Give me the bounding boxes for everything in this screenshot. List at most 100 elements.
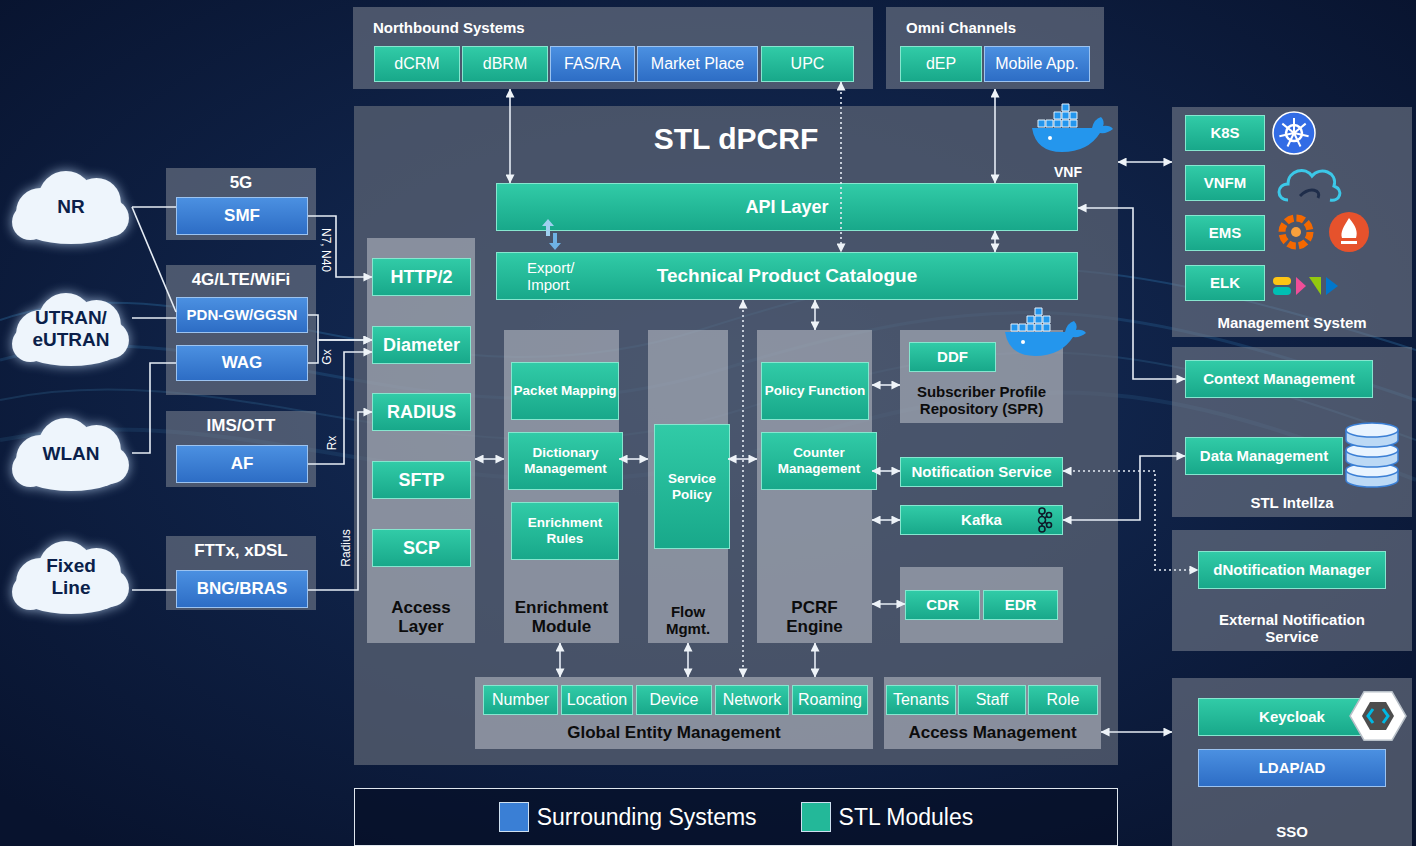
grafana-ring <box>1282 218 1310 246</box>
node-text: Location <box>567 691 628 709</box>
module-box: Context Management <box>1185 360 1373 398</box>
node-text: Policy Function <box>765 383 866 399</box>
vnfm-icon <box>1279 170 1340 200</box>
node-text: FTTx, xDSL <box>194 541 288 561</box>
elk-shape <box>1296 277 1306 295</box>
node-text: Counter Management <box>762 445 876 476</box>
elk-shape <box>1326 277 1338 295</box>
node-text: Technical Product Catalogue <box>591 265 1077 287</box>
module-box: Dictionary Management <box>508 432 623 490</box>
node-text: STL dPCRF <box>654 122 818 157</box>
module-box: Location <box>561 685 633 715</box>
node-text: Market Place <box>651 55 744 73</box>
connector <box>308 412 372 590</box>
k8s-wheel <box>1286 125 1302 141</box>
module-box: Data Management <box>1185 437 1343 475</box>
connector <box>872 519 900 521</box>
node-text: DDF <box>937 348 968 365</box>
grafana-core <box>1291 227 1301 237</box>
node-text: AF <box>231 454 254 474</box>
node-text: WLAN <box>43 443 100 465</box>
node-text: Context Management <box>1203 370 1355 387</box>
node-text: ELK <box>1210 274 1240 291</box>
legend-text: STL Modules <box>839 804 974 831</box>
node-text: BNG/BRAS <box>197 579 288 599</box>
connector <box>1101 731 1172 733</box>
node-text: Number <box>492 691 549 709</box>
node-text: RADIUS <box>387 402 456 423</box>
node-text: Packet Mapping <box>514 383 617 399</box>
module-box: Kafka <box>900 505 1063 535</box>
connector <box>475 458 504 460</box>
module-box: K8S <box>1185 115 1265 151</box>
elk-shape <box>1273 277 1291 285</box>
node-text: K8S <box>1210 124 1239 141</box>
module-box: dCRM <box>374 46 460 82</box>
group-panel: Global Entity ManagementNumberLocationDe… <box>475 677 873 749</box>
module-box: VNFM <box>1185 165 1265 201</box>
signal-label: N7, N40 <box>319 228 333 272</box>
node-text: Tenants <box>893 691 949 709</box>
signal-label: Gx <box>320 349 334 364</box>
main-panel: STL dPCRFAPI LayerTechnical Product Cata… <box>354 106 1118 765</box>
connector <box>742 300 744 677</box>
connector <box>840 82 842 252</box>
node-text: Omni Channels <box>906 19 1016 36</box>
connector <box>308 315 372 340</box>
kubernetes-icon <box>1273 112 1315 154</box>
group-panel: External Notification ServicedNotificati… <box>1172 530 1412 651</box>
node-subtext: Export/ Import <box>527 259 591 294</box>
module-box: HTTP/2 <box>372 258 471 296</box>
group-panel: Access ManagementTenantsStaffRole <box>884 677 1101 749</box>
module-box: CDR <box>905 590 980 620</box>
elk-shape <box>1273 287 1291 295</box>
node-text: UPC <box>791 55 825 73</box>
whale-body <box>1005 321 1086 356</box>
connector <box>1078 208 1185 379</box>
elk-icon <box>1273 277 1338 295</box>
module-box: EMS <box>1185 215 1265 251</box>
docker-icon <box>1032 104 1113 152</box>
node-text: VNFM <box>1204 174 1247 191</box>
whale-body <box>1032 117 1113 152</box>
node-text: Dictionary Management <box>509 445 622 476</box>
containers <box>1011 308 1050 331</box>
database-icon <box>1346 423 1398 487</box>
module-box: Diameter <box>372 326 471 364</box>
node-text: Staff <box>976 691 1009 709</box>
connector <box>814 300 816 330</box>
module-box: Notification Service <box>900 457 1063 487</box>
icon-label: VNF <box>1054 164 1082 180</box>
network-cloud: Fixed Line <box>10 538 132 616</box>
node-text: SCP <box>403 538 440 559</box>
prometheus-circle <box>1329 212 1369 252</box>
connector <box>994 231 996 252</box>
connector <box>1063 456 1185 520</box>
network-cloud: WLAN <box>10 415 132 493</box>
system-box: AF <box>176 445 308 483</box>
node-text: Management System <box>1217 314 1366 331</box>
module-box: RADIUS <box>372 393 471 431</box>
module-box: Packet Mapping <box>511 362 619 420</box>
node-text: Kafka <box>961 511 1002 528</box>
db-layer <box>1346 450 1398 467</box>
connector <box>132 207 176 312</box>
connector <box>559 643 561 677</box>
system-box: SMF <box>176 197 308 235</box>
signal-label: Radius <box>339 529 353 566</box>
node-text: PCRF Engine <box>767 598 862 637</box>
db-layer <box>1346 430 1398 447</box>
node-text: SSO <box>1276 823 1308 840</box>
connector <box>687 643 689 677</box>
connector <box>994 89 996 183</box>
connector <box>619 458 648 460</box>
node-text: Data Management <box>1200 447 1328 464</box>
connector <box>872 470 900 472</box>
system-box: LDAP/AD <box>1198 749 1386 787</box>
node-text: Keycloak <box>1259 708 1325 725</box>
module-box: UPC <box>761 46 854 82</box>
kafka-node <box>1039 526 1045 532</box>
module-box: Service Policy <box>654 424 730 549</box>
connector <box>132 589 176 591</box>
prometheus-flame <box>1341 218 1356 238</box>
